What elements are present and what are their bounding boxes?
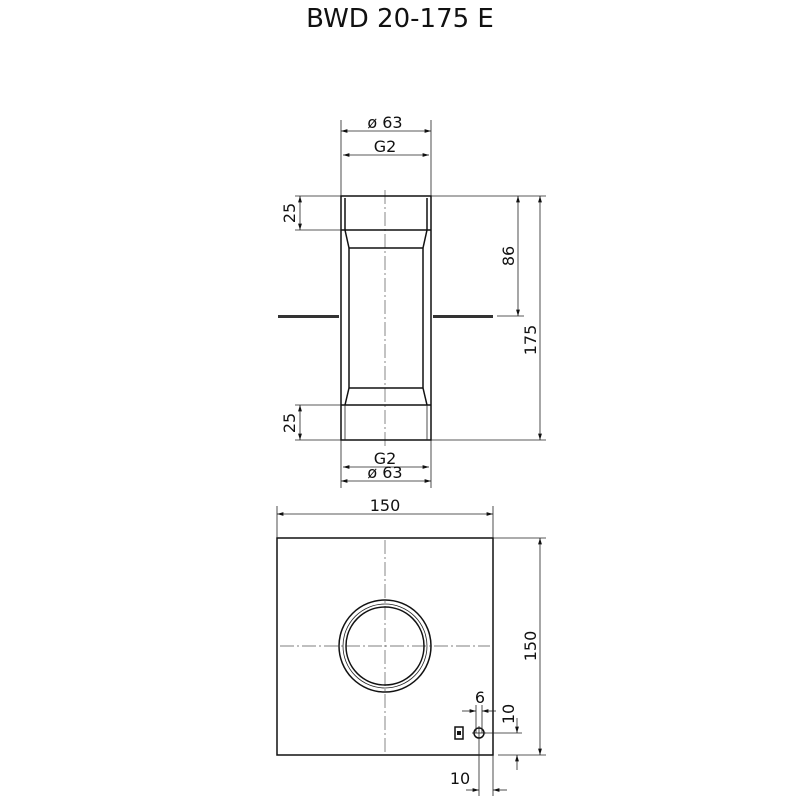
top-diameter-label: ø 63 — [367, 113, 402, 132]
flange-height-label: 86 — [499, 246, 518, 266]
bottom-diameter-label: ø 63 — [367, 463, 402, 482]
hole-diameter-label: 6 — [475, 688, 485, 707]
bottom-socket-depth-label: 25 — [280, 413, 299, 433]
drawing-title: BWD 20-175 E — [306, 4, 494, 34]
top-view: 150 150 6 10 10 — [276, 496, 546, 796]
pipe-outline — [340, 195, 432, 441]
hole-offset-horizontal-label: 10 — [450, 769, 470, 788]
flange-right — [433, 315, 493, 318]
front-view: ø 63 G2 25 25 86 175 G2 ø 63 — [278, 113, 546, 488]
plate-depth-label: 150 — [521, 631, 540, 662]
pipe-outer-circle — [338, 599, 432, 693]
pipe-inner-circle — [345, 606, 425, 686]
bottom-thread-label: G2 — [374, 449, 397, 468]
top-socket-depth-label: 25 — [280, 203, 299, 223]
plate-outline — [276, 537, 494, 756]
plate-width-label: 150 — [370, 496, 401, 515]
top-thread-label: G2 — [374, 137, 397, 156]
flange-left — [278, 315, 339, 318]
hole-offset-vertical-label: 10 — [499, 704, 518, 724]
total-height-label: 175 — [521, 325, 540, 356]
